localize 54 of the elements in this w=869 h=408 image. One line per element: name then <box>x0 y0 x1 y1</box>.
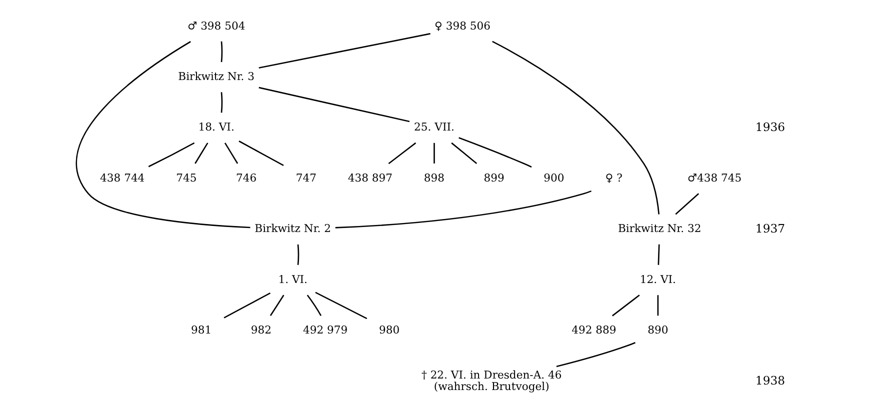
node-text: Birkwitz Nr. 32 <box>618 222 702 236</box>
connector <box>238 140 284 166</box>
node-text: 898 <box>424 171 445 184</box>
node-text: ♀ 398 506 <box>434 19 490 32</box>
node-text: † 22. VI. in Dresden-A. 46 (wahrsch. Brutvogel) <box>421 368 562 394</box>
connector <box>658 244 660 265</box>
node-text: 492 979 <box>302 324 348 337</box>
connector <box>270 294 284 316</box>
node-text: 745 <box>176 171 197 184</box>
node-text: 18. VI. <box>198 120 234 134</box>
node-text: 25. VII. <box>414 120 454 134</box>
connector <box>657 295 659 316</box>
connector <box>258 86 410 122</box>
connector <box>315 292 368 320</box>
connector <box>451 142 478 164</box>
connector <box>220 92 223 113</box>
connector <box>220 41 223 62</box>
node-text: 981 <box>191 324 212 337</box>
connector <box>148 142 195 168</box>
label: 1936 <box>755 120 786 134</box>
connector <box>492 40 660 214</box>
connector <box>194 142 208 164</box>
connector <box>297 244 300 265</box>
node-text: 982 <box>250 324 272 337</box>
connector <box>556 342 636 368</box>
node-text: 492 889 <box>572 324 616 337</box>
node-text: 438 897 <box>348 171 393 184</box>
connector <box>306 294 322 316</box>
connector <box>458 137 532 168</box>
node-text: 746 <box>236 171 257 184</box>
label: 1938 <box>755 374 786 388</box>
connector <box>388 142 416 164</box>
connector <box>612 294 640 316</box>
node-text: ♀ ? <box>605 171 622 184</box>
node-text: 438 744 <box>100 171 145 184</box>
connector <box>675 193 700 215</box>
node-text: ♂ 398 504 <box>187 19 246 32</box>
connector <box>224 142 238 164</box>
node-text: 900 <box>544 171 564 184</box>
node-text: 890 <box>648 324 668 337</box>
connector <box>224 292 271 318</box>
node-text: Birkwitz Nr. 3 <box>178 70 255 83</box>
node-text: 1. VI. <box>278 272 308 286</box>
connector <box>258 33 430 69</box>
node-text: 980 <box>379 324 400 337</box>
node-text: ♂438 745 <box>687 171 742 184</box>
connector <box>76 41 250 228</box>
connector <box>335 190 592 228</box>
node-text: 899 <box>484 171 504 184</box>
node-text: 12. VI. <box>640 272 676 286</box>
connector <box>434 142 435 164</box>
node-text: Birkwitz Nr. 2 <box>254 222 332 236</box>
node-text: 747 <box>296 171 316 184</box>
label: 1937 <box>755 221 786 236</box>
